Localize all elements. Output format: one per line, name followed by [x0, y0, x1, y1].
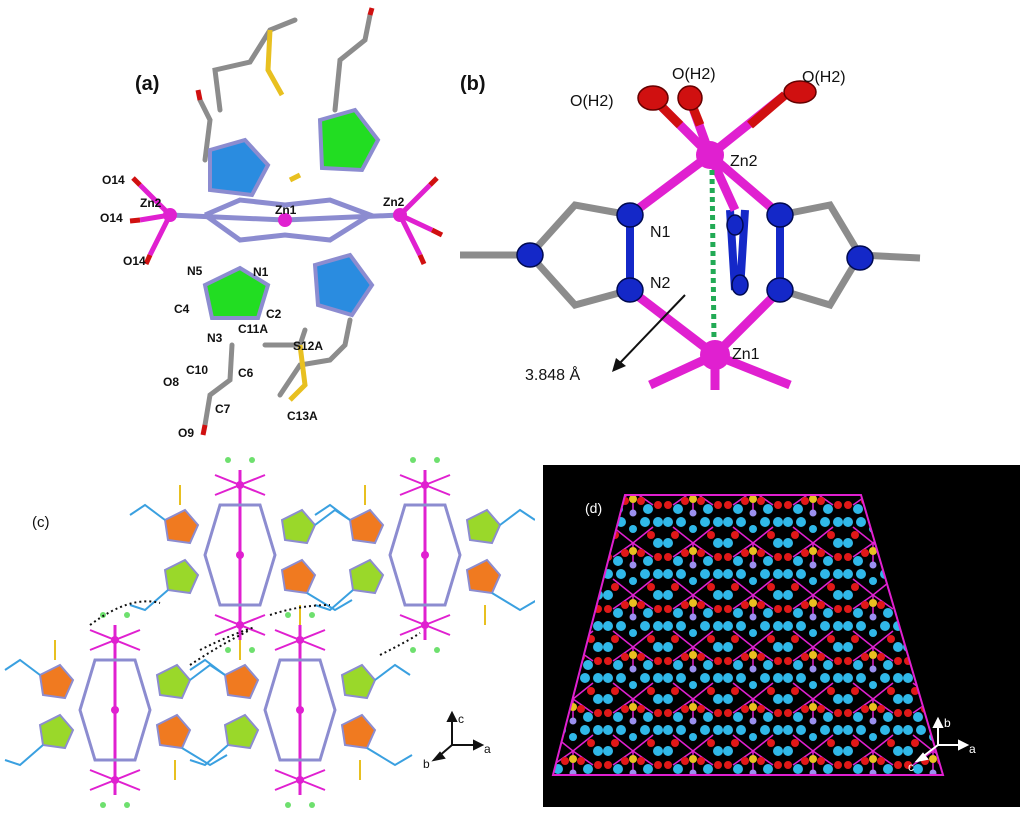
atom-label-o9: O9: [178, 426, 194, 440]
axis-label-c: c: [908, 760, 914, 774]
panel-c-tag: (c): [32, 514, 50, 531]
atom-label-zn1: Zn1: [732, 346, 760, 363]
core-bonds: [169, 197, 401, 243]
atom-label-n3: N3: [207, 331, 223, 345]
atom-label-o14-1: O14: [102, 173, 125, 187]
nitrogen-atoms: [516, 202, 874, 303]
distance-label: 3.848 Å: [525, 365, 580, 384]
atom-label-zn2-right: Zn2: [383, 195, 405, 209]
atom-label-c13a: C13A: [287, 409, 318, 423]
ring-blue-bottom-right: [312, 252, 375, 318]
panel-b-tag: (b): [460, 73, 486, 95]
molecule-unit-top-left: [128, 455, 354, 655]
oh2-right-atom: [783, 80, 817, 104]
ring-green-top-right: [317, 107, 381, 173]
distance-arrow: [617, 294, 686, 366]
panel-b: (b) O(H2) O(H2) O(H2) Zn2 N1 N2 Zn1 3.84…: [440, 0, 1024, 450]
ring-blue-top-left: [208, 137, 271, 198]
atom-label-oh2-right: O(H2): [802, 69, 846, 86]
axis-label-a: a: [969, 742, 976, 756]
axis-indicator-c: [431, 710, 485, 762]
atom-label-c11a: C11A: [238, 322, 268, 336]
atom-label-zn1: Zn1: [275, 203, 297, 217]
atom-label-c4: C4: [174, 302, 190, 316]
zn-o-bonds: [138, 183, 434, 257]
atom-label-zn2-left: Zn2: [140, 196, 162, 210]
zn1-atom: [278, 213, 292, 227]
molecule-unit-bottom-left: [3, 610, 229, 810]
panel-c-packing: (c) c b a: [3, 455, 535, 810]
oxygen-tips: [129, 7, 444, 436]
oh2-mid-atom: [677, 85, 703, 111]
oh2-left-atom: [637, 85, 669, 111]
oxygen-bonds: [651, 91, 788, 129]
panel-c: (c) c b a: [0, 455, 535, 813]
zn2-left-atom: [163, 208, 177, 222]
hydrogen-bonds: [89, 600, 421, 666]
atom-label-o14-3: O14: [123, 254, 146, 268]
panel-a-tag: (a): [135, 73, 159, 95]
panel-b-structure: (b) O(H2) O(H2) O(H2) Zn2 N1 N2 Zn1 3.84…: [460, 66, 921, 390]
atom-label-c7: C7: [215, 402, 231, 416]
panel-a: (a) Zn2 Zn1 Zn2 O14 O14 O14 N5 N1 C4 C2 …: [0, 0, 460, 450]
sulfur-bonds: [265, 29, 308, 402]
zn-zn-distance-line: [709, 169, 717, 341]
zn1-atom: [700, 340, 730, 370]
zn2-atom: [696, 141, 724, 169]
atom-label-c2: C2: [266, 307, 282, 321]
atom-label-c6: C6: [238, 366, 254, 380]
molecule-unit-bottom-right: [188, 610, 414, 810]
axis-label-a: a: [484, 742, 491, 756]
atom-label-n1: N1: [253, 265, 269, 279]
atom-label-oh2-left: O(H2): [570, 93, 614, 110]
atom-label-n1: N1: [650, 224, 671, 241]
axis-indicator-d: [914, 716, 970, 763]
atom-label-oh2-mid: O(H2): [672, 66, 716, 83]
atom-label-s12a: S12A: [293, 339, 323, 353]
panel-a-structure: (a) Zn2 Zn1 Zn2 O14 O14 O14 N5 N1 C4 C2 …: [100, 7, 444, 440]
zn2-right-atom: [393, 208, 407, 222]
distance-arrowhead: [612, 358, 626, 372]
unit-cell-outline: [551, 494, 945, 776]
carbon-bonds: [460, 201, 921, 310]
atom-label-o14-2: O14: [100, 211, 123, 225]
axis-label-b: b: [423, 757, 430, 771]
atom-label-n2: N2: [650, 275, 671, 292]
ring-green-bottom-left: [202, 265, 271, 320]
atom-label-zn2: Zn2: [730, 153, 758, 170]
molecule-unit-top-right: [313, 455, 535, 655]
panel-d: (d) b c a: [543, 465, 1020, 807]
atom-label-o8: O8: [163, 375, 179, 389]
panel-d-network: (d) b c a: [543, 465, 1020, 807]
axis-label-c: c: [458, 712, 464, 726]
axis-label-b: b: [944, 716, 951, 730]
panel-d-tag: (d): [585, 500, 602, 516]
atom-label-c10: C10: [186, 363, 208, 377]
atom-label-n5: N5: [187, 264, 203, 278]
